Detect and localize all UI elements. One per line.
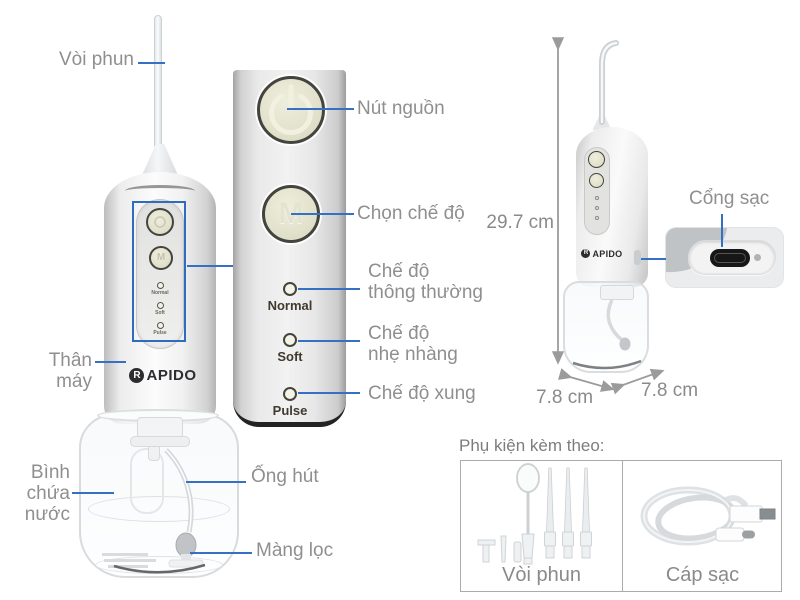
accessories-box: Vòi phun Cáp sạc	[460, 460, 782, 592]
callout-body: Thân máy	[48, 350, 92, 392]
charge-port-slot	[634, 250, 641, 265]
nozzle-2-graphic	[599, 40, 619, 125]
leader-tank	[72, 492, 114, 494]
soft-led-large	[283, 333, 297, 347]
soft-label-small: Soft	[155, 310, 165, 316]
brand-wordmark: APIDO	[592, 248, 623, 259]
soft-led	[157, 302, 164, 309]
callout-soft-line2: nhẹ nhàng	[368, 344, 458, 365]
callout-normal-line2: thông thường	[368, 282, 483, 303]
usb-c-pin	[714, 253, 746, 263]
height-dimension: 29.7 cm	[486, 212, 554, 233]
brand-logo-2: R APIDO	[570, 248, 634, 259]
callout-pulse: Chế độ xung	[368, 383, 476, 404]
callout-power-button: Nút nguồn	[357, 98, 445, 119]
leader-pulse	[298, 392, 360, 394]
inner-handle	[130, 448, 164, 514]
depth-dimension: 7.8 cm	[641, 380, 699, 401]
mode-dot	[595, 206, 599, 210]
pump-cap-2	[600, 285, 634, 300]
brand-icon: R	[129, 367, 145, 383]
leader-suction	[186, 481, 246, 483]
mode-dot	[595, 216, 599, 220]
width-dimension: 7.8 cm	[536, 387, 594, 408]
accessory-cable-label: Cáp sạc	[665, 564, 740, 586]
tank-base	[95, 556, 223, 574]
nozzle-base	[142, 144, 178, 174]
leader-closeup	[641, 258, 666, 260]
normal-led	[157, 282, 164, 289]
normal-label: Normal	[267, 298, 313, 313]
callout-charge-port: Cổng sạc	[689, 188, 770, 209]
callout-soft: Chế độ nhẹ nhàng	[368, 323, 458, 365]
callout-mode-button: Chọn chế độ	[357, 203, 465, 224]
leader-charge-port-v	[721, 214, 723, 247]
pulse-label: Pulse	[272, 403, 308, 418]
charge-port-closeup	[666, 228, 783, 287]
mode-dot	[595, 196, 599, 200]
accessory-nozzles-label: Vòi phun	[502, 564, 581, 586]
tank-print	[104, 559, 156, 562]
leader-mode	[291, 213, 354, 215]
callout-filter: Màng lọc	[256, 540, 334, 561]
tank-print	[108, 565, 148, 568]
chrome-ring	[125, 185, 195, 197]
leader-soft	[298, 340, 360, 342]
leader-normal	[298, 288, 360, 290]
pump-cap	[137, 417, 183, 438]
pump-flange	[130, 436, 190, 447]
leader-panel-connector	[187, 265, 233, 267]
charge-led	[754, 254, 761, 261]
callout-tank-line3: nước	[24, 504, 70, 525]
callout-suction-tube: Ống hút	[251, 466, 319, 487]
soft-label: Soft	[277, 349, 303, 364]
callout-nozzle: Vòi phun	[58, 49, 134, 70]
pulse-led-large	[283, 387, 297, 401]
brand-logo: R APIDO	[113, 366, 213, 384]
water-line	[88, 496, 230, 522]
usb-c-port-icon	[710, 249, 750, 267]
device-mode-button: M	[149, 246, 173, 270]
highlight-rectangle	[132, 201, 186, 342]
power-button-large	[257, 76, 325, 144]
pump-stub	[148, 446, 160, 461]
callout-tank-line2: chứa	[26, 483, 70, 504]
pulse-led	[157, 322, 164, 329]
accessories-divider	[622, 461, 623, 591]
pulse-label-small: Pulse	[153, 330, 167, 336]
callout-normal-line1: Chế độ	[368, 261, 430, 282]
mode-button-2	[589, 173, 604, 188]
accessories-title: Phụ kiện kèm theo:	[459, 436, 605, 455]
leader-body	[95, 361, 126, 363]
brand-icon: R	[581, 249, 591, 258]
callout-tank-line1: Bình	[30, 462, 70, 483]
power-icon	[269, 84, 313, 135]
device-power-button	[146, 208, 174, 236]
tank-print	[102, 553, 148, 556]
power-button-2	[588, 151, 605, 168]
nozzle-tube	[154, 15, 162, 147]
normal-label-small: Normal	[151, 290, 169, 296]
callout-normal: Chế độ thông thường	[368, 261, 483, 303]
port-recess	[688, 240, 776, 275]
power-icon	[154, 216, 166, 228]
nozzle-2-highlight	[600, 41, 618, 124]
callout-soft-line1: Chế độ	[368, 323, 430, 344]
leader-nozzle	[138, 62, 165, 64]
callout-tank: Bình chứa nước	[20, 462, 70, 525]
leader-power	[287, 108, 354, 110]
normal-led-large	[283, 282, 297, 296]
brand-wordmark: APIDO	[146, 366, 197, 384]
leader-filter	[190, 552, 252, 554]
